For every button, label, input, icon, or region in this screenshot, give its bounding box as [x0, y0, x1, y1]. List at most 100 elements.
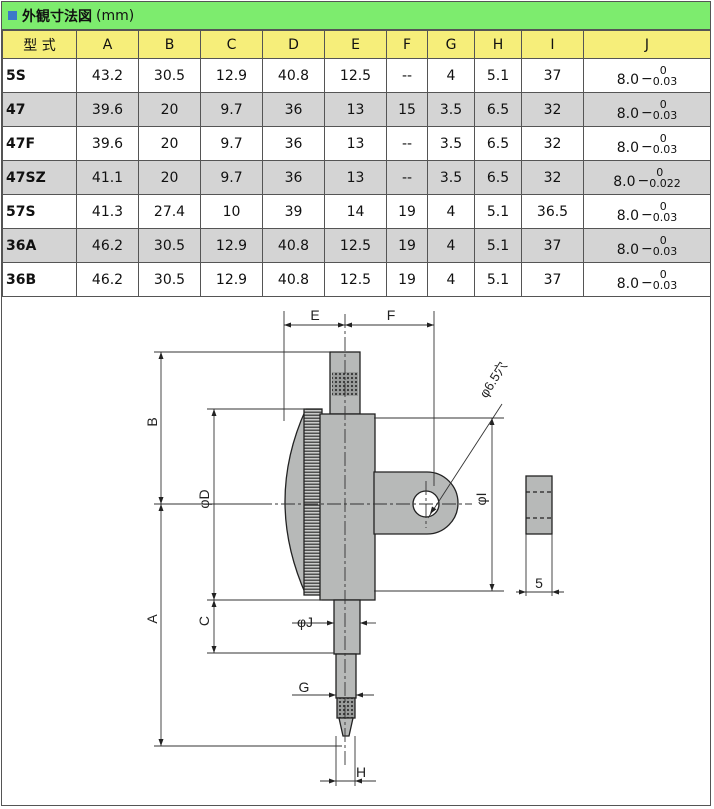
dimension-cell-d: 36 [262, 126, 325, 161]
tolerance-lower: 0.03 [652, 210, 678, 224]
gauge-body [284, 351, 459, 737]
dimension-cell-f: 19 [386, 228, 428, 263]
dimension-cell-b: 20 [138, 92, 201, 127]
dimension-cell-i: 36.5 [521, 194, 584, 229]
side-view [525, 475, 553, 535]
dimension-cell-b: 27.4 [138, 194, 201, 229]
dimension-cell-f: -- [386, 58, 428, 93]
label-hole: φ6.5穴 [476, 359, 510, 400]
dimension-cell-h: 5.1 [474, 58, 522, 93]
tolerance-upper: 0 [659, 97, 667, 111]
dimension-cell-d: 40.8 [262, 228, 325, 263]
model-cell: 5S [2, 58, 77, 93]
dimension-cell-e: 12.5 [324, 228, 387, 263]
column-header: I [521, 30, 584, 59]
section-title: 外観寸法図 [22, 8, 92, 25]
tolerance-minus: − [641, 240, 653, 257]
tolerance-base: 8.0 [616, 241, 640, 258]
tolerance-upper: 0 [659, 131, 667, 145]
dimension-cell-c: 12.9 [200, 58, 263, 93]
dimension-cell-f: -- [386, 160, 428, 195]
tolerance-lower: 0.03 [652, 74, 678, 88]
dimension-cell-a: 46.2 [76, 228, 139, 263]
label-e: E [310, 307, 319, 323]
dimension-cell-d: 36 [262, 160, 325, 195]
model-cell: 47F [2, 126, 77, 161]
bullet-square-icon [8, 11, 17, 20]
dimension-cell-h: 6.5 [474, 126, 522, 161]
dimension-cell-a: 41.1 [76, 160, 139, 195]
label-h: H [356, 764, 366, 780]
label-f: F [387, 307, 396, 323]
column-header: G [427, 30, 475, 59]
model-cell: 36A [2, 228, 77, 263]
tolerance-base: 8.0 [616, 207, 640, 224]
unit-label: (mm) [96, 7, 135, 24]
model-cell: 47SZ [2, 160, 77, 195]
tolerance-lower: 0.03 [652, 108, 678, 122]
dimension-cell-h: 5.1 [474, 262, 522, 297]
tolerance-base: 8.0 [613, 173, 636, 190]
dimension-cell-c: 12.9 [200, 228, 263, 263]
model-cell: 36B [2, 262, 77, 297]
dimension-cell-c: 10 [200, 194, 263, 229]
dimension-cell-c: 12.9 [200, 262, 263, 297]
dimension-cell-g: 3.5 [427, 160, 475, 195]
label-phi-j: φJ [297, 614, 313, 630]
dimension-cell-b: 30.5 [138, 58, 201, 93]
dimension-cell-h: 6.5 [474, 92, 522, 127]
dimension-cell-c: 9.7 [200, 160, 263, 195]
dimension-cell-d: 40.8 [262, 262, 325, 297]
dimension-cell-i: 37 [521, 228, 584, 263]
dimension-cell-e: 13 [324, 160, 387, 195]
dimension-cell-a: 46.2 [76, 262, 139, 297]
tolerance-lower: 0.03 [652, 244, 678, 258]
model-cell: 57S [2, 194, 77, 229]
tolerance-base: 8.0 [616, 139, 640, 156]
dimension-cell-a: 41.3 [76, 194, 139, 229]
tolerance-minus: − [641, 104, 653, 121]
column-header: A [76, 30, 139, 59]
dimension-cell-d: 36 [262, 92, 325, 127]
dimension-cell-d: 40.8 [262, 58, 325, 93]
dimension-cell-a: 39.6 [76, 126, 139, 161]
tolerance-base: 8.0 [616, 71, 640, 88]
dimension-arrows [158, 322, 559, 784]
tolerance-upper: 0 [659, 233, 667, 247]
label-g: G [299, 679, 310, 695]
dimension-cell-a: 43.2 [76, 58, 139, 93]
label-a: A [144, 614, 160, 624]
table-header-row: 型 式 A B C D E F G H I J [2, 30, 711, 59]
tolerance-upper: 0 [659, 199, 667, 213]
dimension-cell-i: 37 [521, 58, 584, 93]
tolerance-minus: − [641, 274, 653, 291]
column-header: H [474, 30, 522, 59]
tolerance-lower: 0.022 [649, 176, 681, 190]
dimension-cell-i: 32 [521, 92, 584, 127]
dimension-cell-e: 12.5 [324, 262, 387, 297]
dimension-cell-b: 30.5 [138, 228, 201, 263]
dimension-cell-g: 4 [427, 194, 475, 229]
column-header: C [200, 30, 263, 59]
column-header: B [138, 30, 201, 59]
tolerance-minus: − [637, 172, 650, 189]
tolerance-base: 8.0 [616, 105, 640, 122]
